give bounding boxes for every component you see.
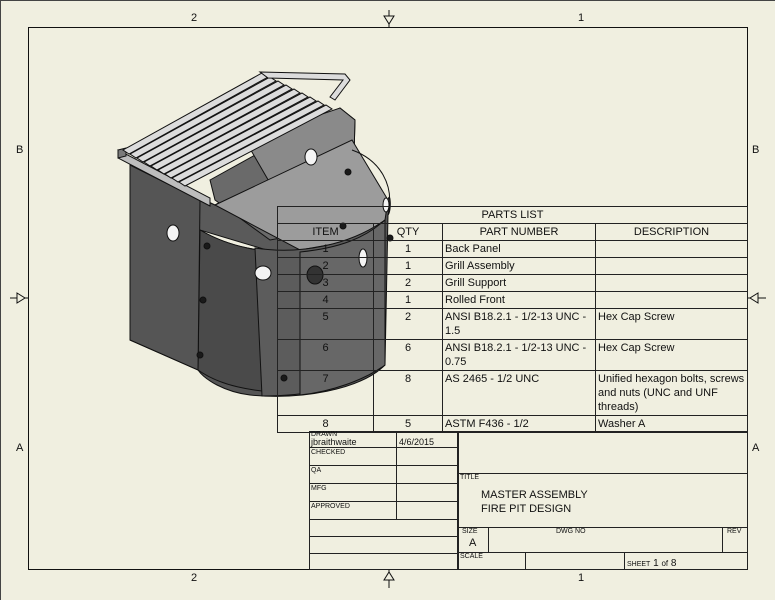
size-value: A [469,537,477,549]
parts-row: 7 8 AS 2465 - 1/2 UNC Unified hexagon bo… [277,370,749,416]
description-cell: Hex Cap Screw [594,339,749,371]
title-label: TITLE [460,474,480,481]
description-cell: Hex Cap Screw [594,308,749,340]
parts-row: 2 1 Grill Assembly [277,257,749,275]
sheet-of-label: of [661,559,669,568]
checked-label: CHECKED [311,449,346,456]
item-cell: 4 [277,291,374,309]
part-number-cell: Back Panel [442,240,596,258]
part-number-cell: Grill Assembly [442,257,596,275]
qty-cell: 5 [373,415,443,433]
item-cell: 1 [277,240,374,258]
description-cell [594,257,749,275]
zone-right-b: B [752,144,760,156]
drawn-label: DRAWN [311,431,338,438]
parts-row: 8 5 ASTM F436 - 1/2 Washer A [277,415,749,433]
zone-left-a: A [16,442,24,454]
parts-row: 4 1 Rolled Front [277,291,749,309]
qa-label: QA [311,467,322,474]
qty-cell: 2 [373,274,443,292]
qty-cell: 1 [373,240,443,258]
description-cell [594,240,749,258]
part-number-cell: AS 2465 - 1/2 UNC [442,370,596,416]
part-number-cell: Rolled Front [442,291,596,309]
parts-list-title: PARTS LIST [276,206,749,224]
description-cell: Washer A [594,415,749,433]
qty-cell: 2 [373,308,443,340]
mfg-label: MFG [311,485,327,492]
part-number-cell: Grill Support [442,274,596,292]
part-number-cell: ASTM F436 - 1/2 [442,415,596,433]
rev-label: REV [727,528,742,535]
parts-row: 1 1 Back Panel [277,240,749,258]
parts-row: 6 6 ANSI B18.2.1 - 1/2-13 UNC - 0.75 Hex… [277,339,749,371]
qty-cell: 1 [373,291,443,309]
centering-marks [10,10,766,588]
description-cell [594,291,749,309]
header-item: ITEM [277,223,374,241]
item-cell: 2 [277,257,374,275]
title-line-2: FIRE PIT DESIGN [481,503,572,515]
item-cell: 8 [277,415,374,433]
parts-list-table: PARTS LIST ITEM QTY PART NUMBER DESCRIPT… [276,206,749,433]
zone-left-b: B [16,144,24,156]
scale-label: SCALE [460,553,483,560]
description-cell [594,274,749,292]
qty-cell: 6 [373,339,443,371]
zone-top-2: 2 [191,12,198,24]
zone-top-1: 1 [578,12,585,24]
item-cell: 3 [277,274,374,292]
parts-row: 5 2 ANSI B18.2.1 - 1/2-13 UNC - 1.5 Hex … [277,308,749,340]
header-part-number: PART NUMBER [442,223,596,241]
zone-bottom-2: 2 [191,572,198,584]
drawn-date: 4/6/2015 [399,437,435,447]
sheet-number: 1 [653,558,659,569]
dwg-no-label: DWG NO [556,528,586,535]
qty-cell: 8 [373,370,443,416]
drawn-by: jbraithwaite [311,437,357,447]
parts-row: 3 2 Grill Support [277,274,749,292]
zone-bottom-1: 1 [578,572,585,584]
item-cell: 7 [277,370,374,416]
zone-right-a: A [752,442,760,454]
sheet-info: SHEET 1 of 8 [627,558,676,569]
sheet-total: 8 [670,558,677,569]
item-cell: 6 [277,339,374,371]
item-cell: 5 [277,308,374,340]
size-label: SIZE [462,528,478,535]
header-description: DESCRIPTION [594,223,749,241]
title-area [458,431,748,570]
part-number-cell: ANSI B18.2.1 - 1/2-13 UNC - 0.75 [442,339,596,371]
part-number-cell: ANSI B18.2.1 - 1/2-13 UNC - 1.5 [442,308,596,340]
sheet-label: SHEET [627,561,651,568]
description-cell: Unified hexagon bolts, screws and nuts (… [594,370,749,416]
signature-grid [309,431,458,570]
qty-cell: 1 [373,257,443,275]
approved-label: APPROVED [311,503,350,510]
header-qty: QTY [373,223,443,241]
title-line-1: MASTER ASSEMBLY [481,489,588,501]
